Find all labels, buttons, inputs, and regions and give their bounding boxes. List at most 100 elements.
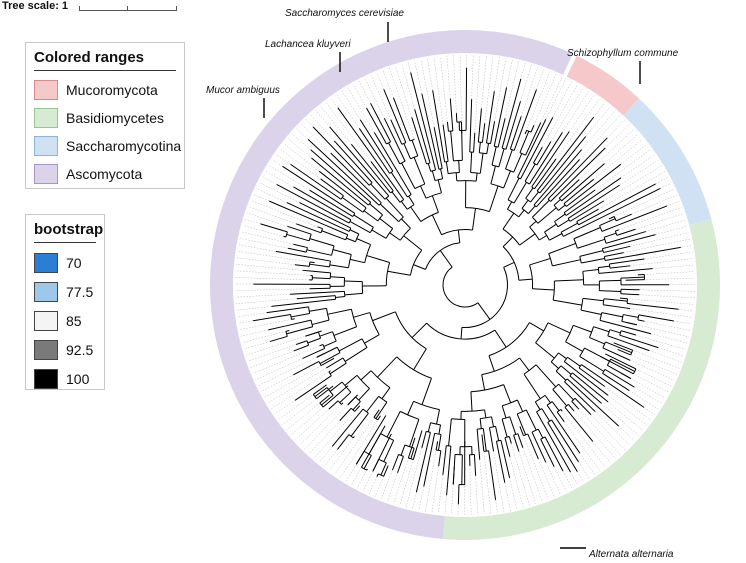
tree-branch [330,152,382,204]
tree-branch [324,224,348,236]
tree-branch [344,280,363,283]
tree-branch [557,219,570,228]
tree-arc [579,256,582,264]
tree-branch [370,161,394,192]
leaf-guide [650,333,688,344]
tree-branch [553,199,561,206]
bootstrap-row: 77.5 [34,277,96,306]
tree-branch [505,149,513,170]
tree-branch [317,226,323,230]
tree-branch [381,387,391,400]
tree-branch [427,422,432,433]
tree-branch [328,400,339,410]
tree-branch [352,401,361,411]
tree-branch [602,372,630,391]
tree-branch [571,401,580,410]
tree-branch [275,250,311,259]
tree-branch [573,227,601,240]
leaf-guide [330,97,339,108]
tree-branch [293,344,309,352]
tree-branch [356,238,371,245]
tree-arc [619,330,622,336]
tree-branch [582,297,604,302]
tree-arc [409,138,415,142]
tree-branch [312,126,370,186]
leaf-guide [552,81,572,118]
tree-arc [630,349,634,356]
tree-branch [350,412,369,437]
tree-branch [271,298,336,307]
tree-branch [546,404,554,415]
tree-branch [430,433,436,450]
tree-arc [337,400,342,405]
tree-branch [565,177,622,216]
leaf-guide [598,171,666,210]
tree-branch [578,367,606,387]
leaf-guide [644,251,693,260]
tree-branch [554,213,566,223]
tree-arc [430,422,441,426]
tree-branch [507,177,520,201]
tree-branch [605,239,619,244]
tree-branch [607,335,619,341]
tree-branch [311,157,369,206]
leaf-guide [625,277,695,281]
tree-branch [637,319,645,322]
tree-branch [553,299,583,306]
tree-arc [525,197,531,203]
tree-arc [599,312,603,321]
tree-branch [615,229,619,232]
tree-branch [538,235,547,241]
tree-branch [501,78,522,149]
leaf-guide [520,64,532,102]
leaf-guide [364,77,385,119]
tree-branch [344,374,358,386]
leaf-guide [475,475,479,515]
leaf-guide [374,465,389,497]
tree-branch [604,252,624,258]
tree-arc [436,449,441,452]
tree-branch [540,438,555,467]
tree-arc [461,267,508,328]
tree-branch [421,93,440,170]
tree-branch [556,411,565,423]
tree-branch [598,265,610,269]
tree-branch [534,158,557,190]
leaf-guide [341,90,361,120]
leaf-guide [550,87,584,142]
tree-arc [533,204,537,208]
tree-branch [450,131,454,161]
tree-branch [497,118,506,148]
leaf-guide [538,458,555,498]
tree-arc [386,141,391,145]
leaf-guide [509,456,524,508]
bootstrap-swatch [34,252,58,273]
tree-branch [490,165,496,184]
tree-branch [294,264,310,267]
tree-branch [363,455,372,469]
bootstrap-label: 92.5 [66,341,94,358]
tree-branch [603,298,628,302]
tree-branch [440,168,444,179]
tree-branch [415,432,431,493]
tree-arc [578,364,582,369]
leaf-guide [427,58,433,91]
leaf-guide [533,73,557,126]
tree-branch [366,468,368,471]
bootstrap-swatch [34,368,58,389]
tree-branch [289,306,309,310]
tree-branch [329,264,349,269]
tree-branch [403,143,411,159]
tree-branch [620,372,632,380]
tree-branch [421,378,432,405]
tree-branch [287,247,307,253]
leaf-guide [652,264,695,269]
tree-arc [486,142,491,145]
tree-branch [323,340,337,347]
tree-arc [434,432,442,435]
tree-arc [502,228,521,246]
tree-arc [637,314,640,320]
range-band [442,219,721,540]
tree-branch [341,197,364,213]
